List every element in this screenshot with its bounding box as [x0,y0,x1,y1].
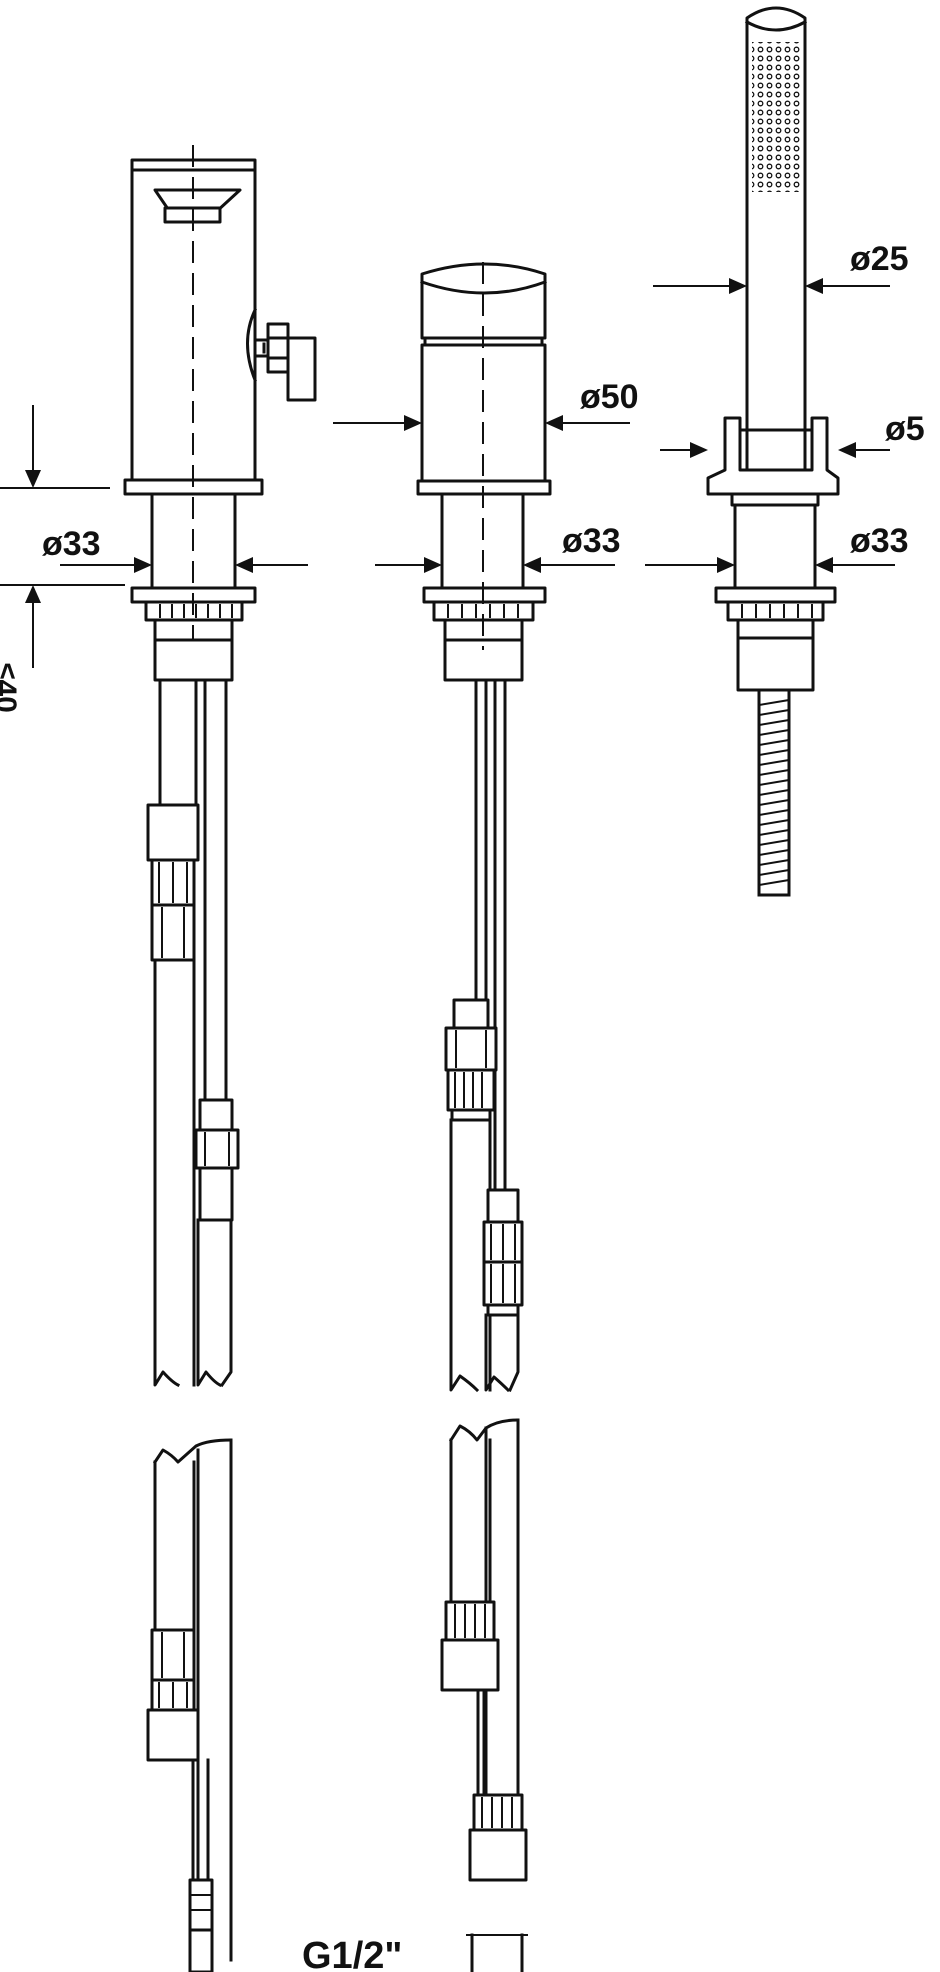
shower-base-diameter-label: ø33 [850,522,909,560]
temperature-knob [246,308,317,402]
spout-hoses [146,678,240,1972]
handle-hoses [440,678,528,1972]
deck-thickness-label: ≤40 [0,663,22,713]
shower-holder [706,416,840,507]
shower-hose [757,688,791,897]
hand-shower-head [738,6,814,476]
connection-thread-label: G1/2" [302,1935,402,1972]
handle-base-diameter-dimension: ø33 [375,522,621,573]
handle-assembly: ø50 ø33 [333,262,639,1972]
shower-diameter-dimension: ø25 [653,240,909,294]
spout-base-diameter-label: ø33 [42,525,101,563]
shower-diameter-label: ø25 [850,240,909,278]
spout-base [130,492,257,682]
handle-base [422,492,547,682]
shower-base [714,503,837,692]
shower-holder-diameter-dimension: ø5 [660,410,925,458]
handle-diameter-label: ø50 [580,378,639,416]
hand-shower-assembly: ø25 ø5 ø33 [645,6,925,897]
shower-base-diameter-dimension: ø33 [645,522,909,573]
handle-base-diameter-label: ø33 [562,522,621,560]
shower-holder-diameter-label: ø5 [885,410,925,448]
handle-diameter-dimension: ø50 [333,378,639,431]
spout-base-diameter-dimension: ø33 [42,525,308,573]
spout-assembly: ≤40 ø33 [0,145,317,1972]
deck-thickness-dimension: ≤40 [0,405,125,713]
